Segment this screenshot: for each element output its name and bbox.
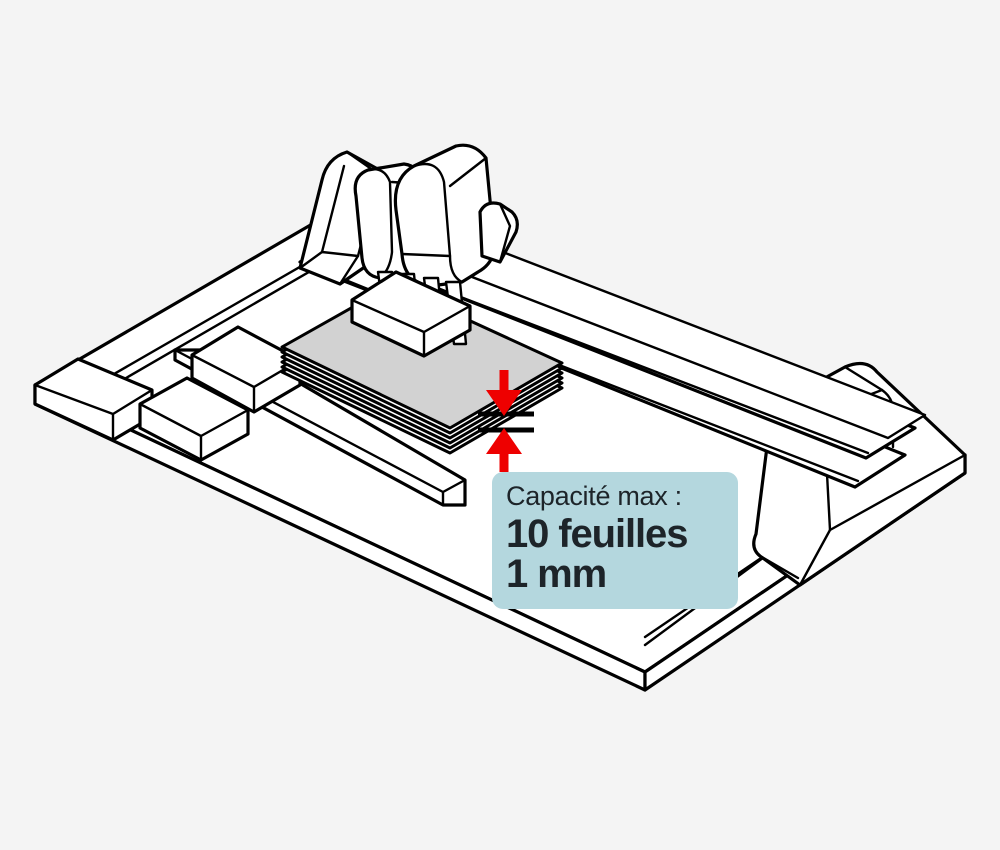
callout-sheets-value: 10 feuilles (506, 512, 688, 556)
cutter-head-carriage (298, 143, 519, 358)
arrow-down-icon (486, 370, 522, 416)
thickness-dimension-annotation (478, 370, 534, 472)
capacity-callout: Capacité max : 10 feuilles 1 mm (492, 472, 738, 609)
callout-title: Capacité max : (506, 481, 682, 511)
arrow-up-icon (486, 428, 522, 472)
callout-thickness-value: 1 mm (506, 552, 607, 596)
